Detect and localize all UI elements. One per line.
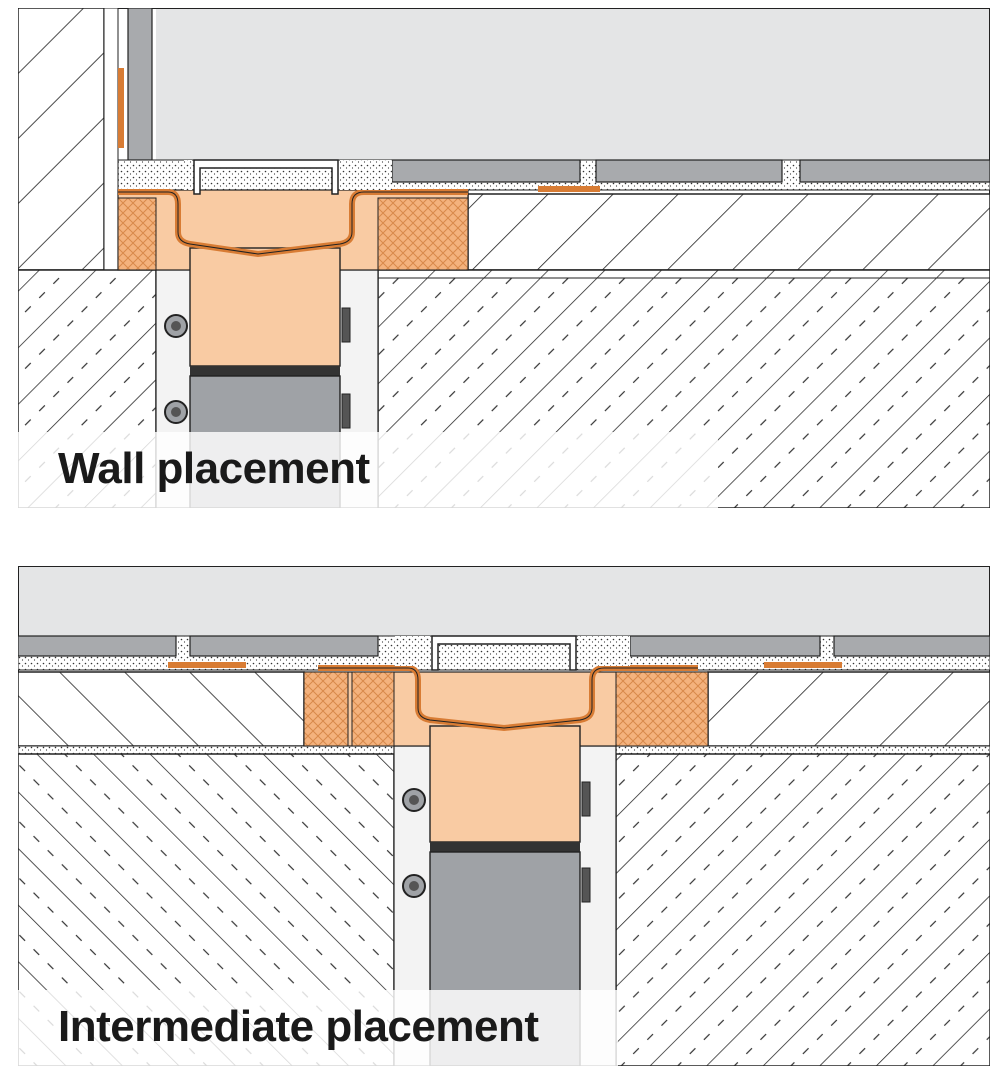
intermediate-placement-diagram: Intermediate placement xyxy=(18,566,990,1066)
sealing-collar xyxy=(351,671,395,747)
caption-wall-placement: Wall placement xyxy=(58,444,370,493)
floor-insulation xyxy=(18,671,305,747)
wall-membrane-strip xyxy=(118,68,124,148)
floor-tile xyxy=(189,635,379,657)
floor-tile xyxy=(799,159,990,183)
wall-placement-diagram: Wall placement xyxy=(18,8,990,508)
wall-structure xyxy=(18,8,105,271)
concrete-slab xyxy=(615,753,990,1066)
floor-tile xyxy=(18,635,177,657)
screw-clamp-icon xyxy=(402,781,591,903)
screw-clamp-icon xyxy=(164,307,351,429)
floor-tile xyxy=(833,635,990,657)
room-space xyxy=(18,566,990,636)
wall-tile xyxy=(127,8,153,161)
sealing-collar xyxy=(377,197,469,271)
floor-tile xyxy=(629,635,821,657)
sealing-collar xyxy=(615,671,709,747)
caption-background xyxy=(18,432,718,508)
drain-outlet xyxy=(189,247,341,367)
floor-tile xyxy=(595,159,783,183)
drain-channel xyxy=(431,635,577,671)
drain-outlet xyxy=(429,725,581,843)
caption-background xyxy=(18,990,618,1066)
caption-intermediate-placement: Intermediate placement xyxy=(58,1002,539,1051)
floor-insulation xyxy=(707,671,990,747)
drain-channel xyxy=(193,159,339,195)
floor-tile xyxy=(391,159,581,183)
floor-insulation xyxy=(467,193,990,271)
room-space xyxy=(156,8,990,160)
